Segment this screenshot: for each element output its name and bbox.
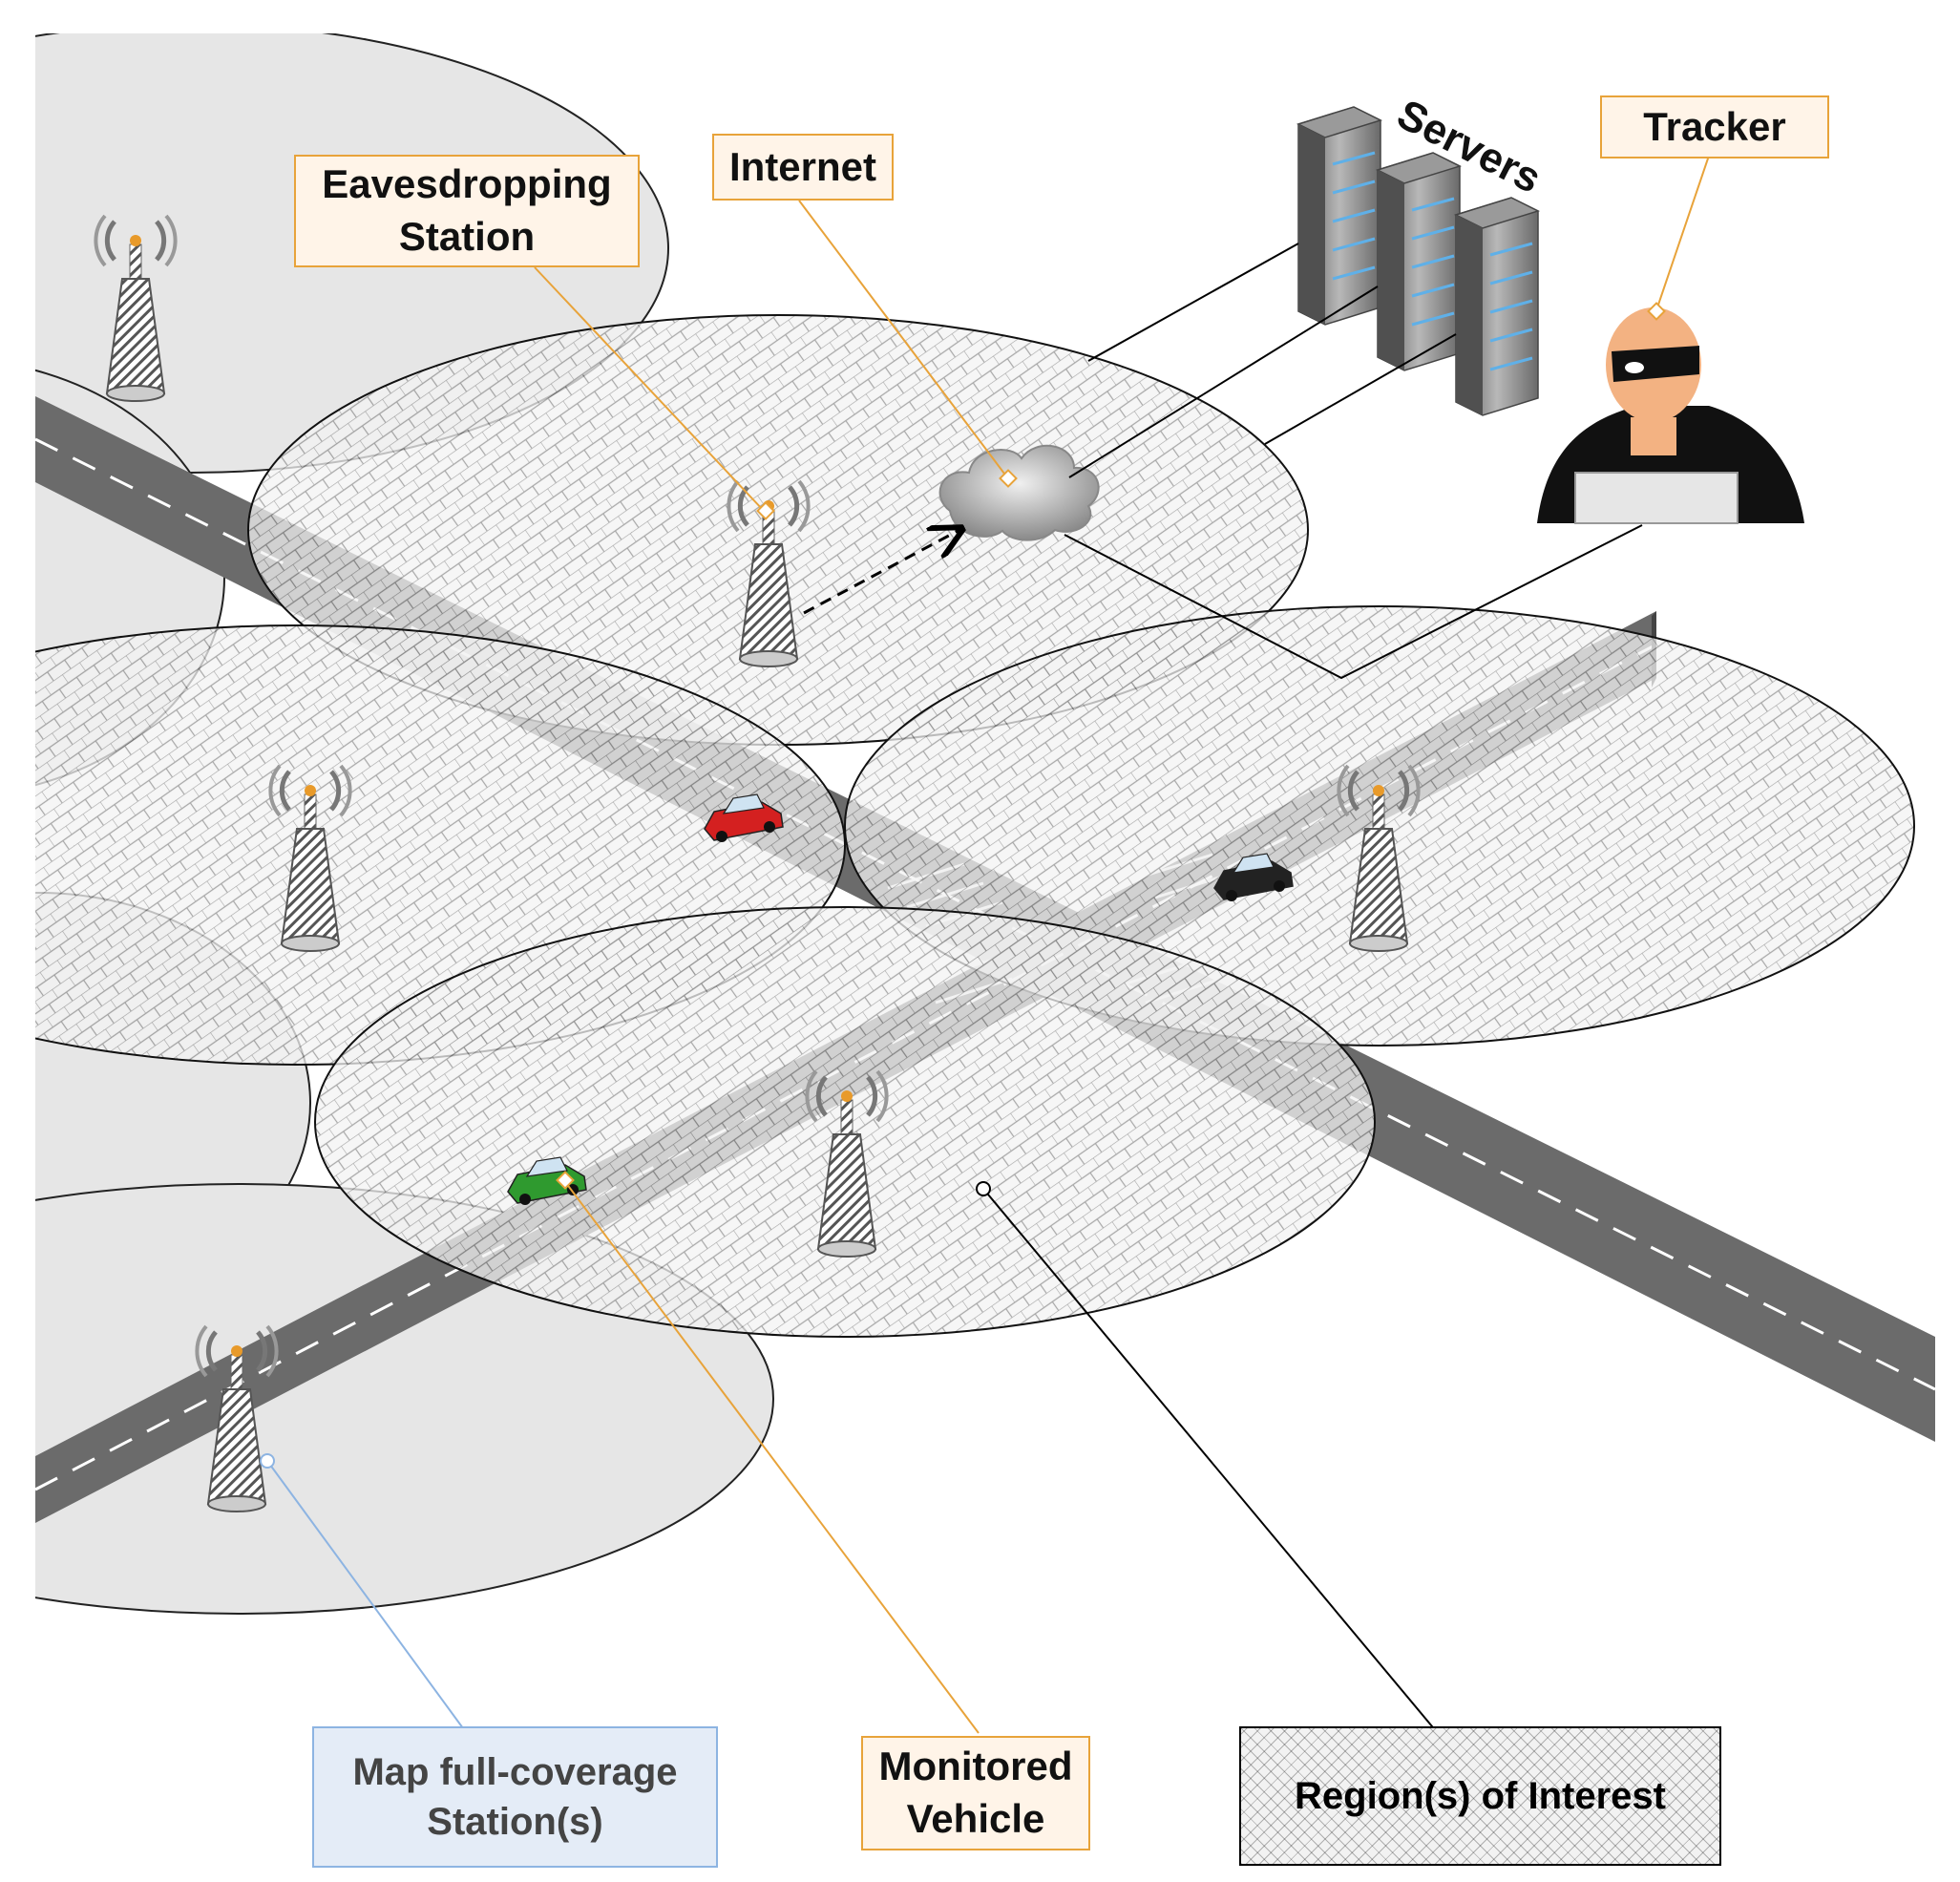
eavesdropping-station-callout: Eavesdropping Station	[294, 155, 640, 267]
scene-layer	[35, 33, 1935, 1615]
tracker-callout: Tracker	[1600, 95, 1829, 159]
server-icon	[1376, 151, 1462, 372]
eavesdrop-arrow	[803, 530, 959, 615]
leader-lines	[266, 155, 1710, 1739]
server-icon	[1454, 196, 1540, 417]
connection-lines	[1064, 243, 1643, 680]
cloud-icon	[938, 444, 1100, 541]
regions-of-interest	[35, 314, 1915, 1338]
internet-callout: Internet	[712, 134, 894, 201]
hacker-icon	[1537, 307, 1804, 524]
map-full-coverage-callout: Map full-coverage Station(s)	[312, 1726, 718, 1868]
regions-of-interest-callout: Region(s) of Interest	[1239, 1726, 1721, 1866]
leader-endpoints	[260, 302, 1666, 1469]
monitored-vehicle-callout: Monitored Vehicle	[861, 1736, 1090, 1850]
